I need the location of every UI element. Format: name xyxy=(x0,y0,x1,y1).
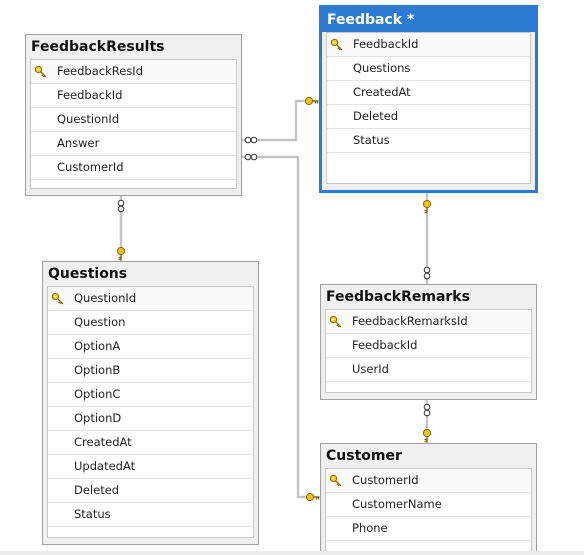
infinity-icon xyxy=(423,266,431,280)
table-title[interactable]: FeedbackResults xyxy=(31,39,165,55)
column-name: Deleted xyxy=(353,109,399,123)
column-name: CreatedAt xyxy=(353,85,411,99)
table-title[interactable]: Customer xyxy=(326,448,402,464)
column-row[interactable]: OptionA xyxy=(48,335,253,359)
column-name: Deleted xyxy=(74,483,120,497)
column-row[interactable]: Questions xyxy=(327,57,530,81)
column-name: QuestionId xyxy=(74,291,137,305)
column-row[interactable]: Status xyxy=(327,129,530,153)
infinity-icon xyxy=(423,403,431,417)
column-row[interactable]: CreatedAt xyxy=(48,431,253,455)
column-row[interactable]: CustomerName xyxy=(326,493,531,517)
column-name: Question xyxy=(74,315,126,329)
key-icon xyxy=(422,428,432,443)
column-name: OptionA xyxy=(74,339,121,353)
column-name: CustomerId xyxy=(57,160,124,174)
key-icon xyxy=(422,199,432,214)
column-name: FeedbackId xyxy=(353,37,419,51)
column-name: Status xyxy=(353,133,390,147)
column-row[interactable]: FeedbackResId xyxy=(31,60,236,84)
column-name: UpdatedAt xyxy=(74,459,136,473)
column-name: OptionD xyxy=(74,411,122,425)
column-row[interactable]: CustomerId xyxy=(326,469,531,493)
infinity-icon xyxy=(117,199,125,213)
column-row[interactable]: FeedbackId xyxy=(327,33,530,57)
column-name: FeedbackRemarksId xyxy=(352,314,468,328)
relationship-line xyxy=(242,100,319,141)
column-name: Answer xyxy=(57,136,100,150)
table-title[interactable]: Questions xyxy=(48,266,128,282)
column-name: UserId xyxy=(352,362,389,376)
infinity-icon xyxy=(244,153,258,161)
table-title[interactable]: Feedback * xyxy=(322,8,535,32)
column-row[interactable]: QuestionId xyxy=(48,287,253,311)
column-name: OptionC xyxy=(74,387,121,401)
key-icon xyxy=(34,64,48,78)
column-row[interactable]: QuestionId xyxy=(31,108,236,132)
column-row[interactable]: Answer xyxy=(31,132,236,156)
column-row[interactable]: OptionB xyxy=(48,359,253,383)
column-name: CustomerId xyxy=(352,473,419,487)
key-icon xyxy=(305,492,320,502)
table-title[interactable]: FeedbackRemarks xyxy=(326,289,470,305)
column-row[interactable]: CustomerId xyxy=(31,156,236,180)
column-name: CustomerName xyxy=(352,497,442,511)
column-name: FeedbackId xyxy=(352,338,418,352)
column-name: OptionB xyxy=(74,363,121,377)
column-row[interactable]: FeedbackId xyxy=(326,334,531,358)
column-name: Phone xyxy=(352,521,388,535)
column-name: Questions xyxy=(353,61,411,75)
column-name: CreatedAt xyxy=(74,435,132,449)
key-icon xyxy=(329,314,343,328)
infinity-icon xyxy=(244,136,258,144)
column-row[interactable]: FeedbackId xyxy=(31,84,236,108)
column-row[interactable]: UserId xyxy=(326,358,531,382)
column-row[interactable]: UpdatedAt xyxy=(48,455,253,479)
key-icon xyxy=(116,246,126,261)
column-row[interactable]: Question xyxy=(48,311,253,335)
key-icon xyxy=(51,291,65,305)
column-row[interactable]: Deleted xyxy=(327,105,530,129)
key-icon xyxy=(329,473,343,487)
column-row[interactable]: OptionD xyxy=(48,407,253,431)
column-name: FeedbackId xyxy=(57,88,123,102)
column-name: QuestionId xyxy=(57,112,120,126)
column-row[interactable]: Deleted xyxy=(48,479,253,503)
key-icon xyxy=(330,37,344,51)
canvas-bottom-edge xyxy=(0,551,584,555)
column-row[interactable]: FeedbackRemarksId xyxy=(326,310,531,334)
column-row[interactable]: Phone xyxy=(326,517,531,541)
key-icon xyxy=(304,96,319,106)
column-name: Status xyxy=(74,507,111,521)
column-name: FeedbackResId xyxy=(57,64,143,78)
column-row[interactable]: CreatedAt xyxy=(327,81,530,105)
column-row[interactable]: Status xyxy=(48,503,253,527)
column-row[interactable]: OptionC xyxy=(48,383,253,407)
